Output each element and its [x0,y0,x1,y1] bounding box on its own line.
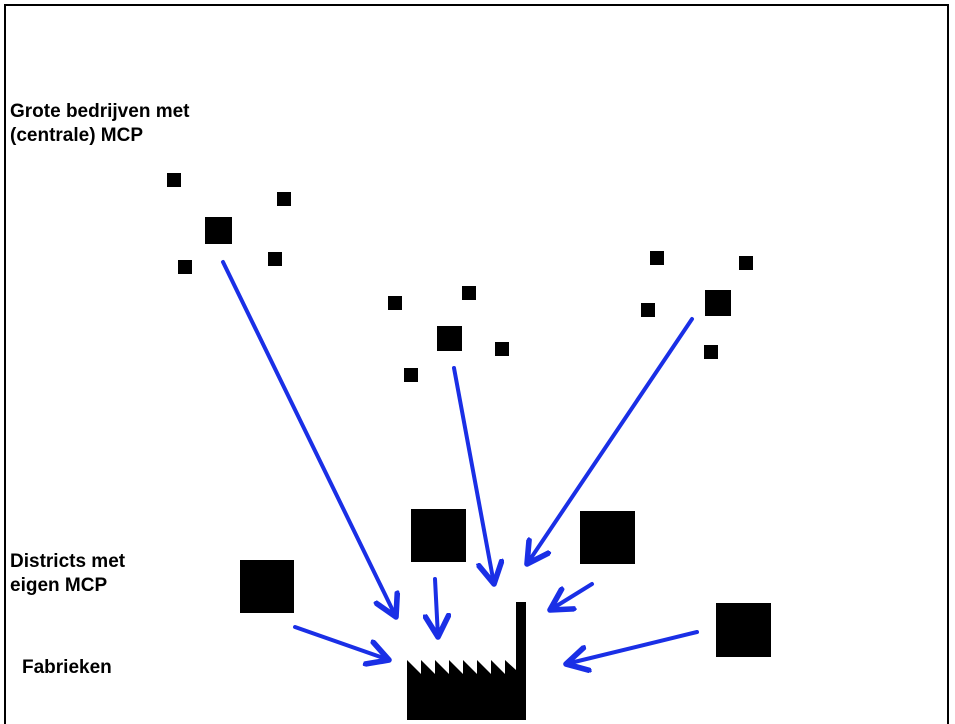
flow-arrows [221,260,699,664]
district-mcp-node [411,509,466,562]
label-large-companies: Grote bedrijven met (centrale) MCP [10,100,190,148]
arrow-district-far-right-to-factory [566,630,699,664]
label-districts-line-2: eigen MCP [10,575,108,596]
district-mcp-group [240,509,771,657]
company-node [462,286,476,300]
district-mcp-node [580,511,635,564]
factory-icon [407,602,526,720]
company-node [388,296,402,310]
arrow-district-left-to-factory [293,625,389,660]
company-node [641,303,655,317]
diagram-frame [4,4,949,724]
company-node [277,192,291,206]
company-node [178,260,192,274]
central-mcp-node [205,217,232,244]
arrow-district-mid-to-factory [435,577,438,637]
label-factories: Fabrieken [22,657,112,678]
factory-building [407,602,526,720]
label-districts-line-1: Districts met [10,551,126,572]
company-node [167,173,181,187]
company-node [704,345,718,359]
company-node [268,252,282,266]
label-large-companies-line-1: Grote bedrijven met [10,101,190,122]
central-mcp-node [705,290,731,316]
company-node [739,256,753,270]
arrow-left-cluster-to-factory [221,260,396,617]
arrow-district-right-to-factory [550,582,594,610]
company-cluster-left [167,173,291,274]
company-cluster-middle [388,286,509,382]
central-mcp-node [437,326,462,351]
company-node [495,342,509,356]
company-cluster-right [641,251,753,359]
arrow-right-cluster-to-factory [527,317,694,564]
company-node [404,368,418,382]
district-mcp-node [240,560,294,613]
label-large-companies-line-2: (centrale) MCP [10,125,144,146]
company-node [650,251,664,265]
district-mcp-node [716,603,771,657]
arrow-middle-cluster-to-factory [452,366,494,584]
label-districts: Districts met eigen MCP [10,550,125,598]
